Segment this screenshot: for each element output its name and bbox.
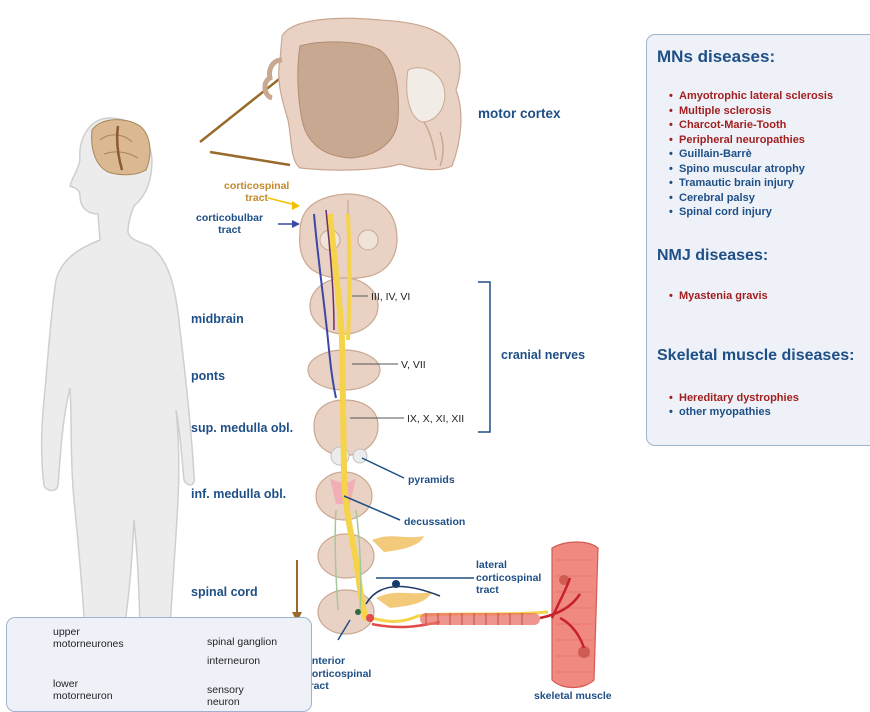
skeletal-diseases-blue-list: other myopathies bbox=[669, 405, 771, 420]
list-item: Peripheral neuropathies bbox=[669, 133, 833, 148]
skeletal-diseases-red-list: Hereditary dystrophies bbox=[669, 391, 799, 406]
list-item: Charcot-Marie-Tooth bbox=[669, 118, 833, 133]
list-item: Amyotrophic lateral sclerosis bbox=[669, 89, 833, 104]
label-decussation: decussation bbox=[404, 516, 465, 528]
mns-diseases-heading: MNs diseases: bbox=[657, 47, 775, 67]
label-motor-cortex: motor cortex bbox=[478, 106, 561, 121]
label-nerves-ponts: V, VII bbox=[401, 359, 426, 371]
diseases-panel: MNs diseases: Amyotrophic lateral sclero… bbox=[646, 34, 870, 446]
skeletal-muscle-diseases-heading: Skeletal muscle diseases: bbox=[657, 347, 854, 365]
mns-diseases-blue-list: Guillain-Barrè Spino muscular atrophy Tr… bbox=[669, 147, 805, 220]
label-nerves-midbrain: III, IV, VI bbox=[371, 291, 410, 303]
label-anterior-corticospinal-tract: anterior corticospinal tract bbox=[306, 655, 371, 693]
list-item: Guillain-Barrè bbox=[669, 147, 805, 162]
list-item: other myopathies bbox=[669, 405, 771, 420]
legend-interneuron: interneuron bbox=[207, 655, 260, 667]
pointer-line bbox=[200, 76, 283, 142]
legend-lower-motorneuron: lower motorneuron bbox=[53, 678, 113, 702]
legend: upper motorneurones lower motorneuron sp… bbox=[6, 617, 312, 712]
label-midbrain: midbrain bbox=[191, 312, 244, 326]
label-sup-medulla: sup. medulla obl. bbox=[191, 421, 293, 435]
label-spinal-cord: spinal cord bbox=[191, 585, 258, 599]
list-item: Multiple sclerosis bbox=[669, 104, 833, 119]
list-item: Tramautic brain injury bbox=[669, 176, 805, 191]
legend-spinal-ganglion: spinal ganglion bbox=[207, 636, 277, 648]
skeletal-muscle-illustration bbox=[540, 542, 598, 688]
label-nerves-medulla: IX, X, XI, XII bbox=[407, 413, 464, 425]
label-lateral-corticospinal-tract: lateral corticospinal tract bbox=[476, 559, 541, 597]
muscle-fiber-chain bbox=[420, 613, 540, 625]
list-item: Cerebral palsy bbox=[669, 191, 805, 206]
list-item: Hereditary dystrophies bbox=[669, 391, 799, 406]
list-item: Spino muscular atrophy bbox=[669, 162, 805, 177]
motor-cortex-illustration bbox=[265, 18, 461, 170]
label-inf-medulla: inf. medulla obl. bbox=[191, 487, 286, 501]
legend-upper-motorneurones: upper motorneurones bbox=[53, 626, 124, 650]
nmj-diseases-heading: NMJ diseases: bbox=[657, 247, 768, 265]
mns-diseases-red-list: Amyotrophic lateral sclerosis Multiple s… bbox=[669, 89, 833, 147]
label-corticobulbar-tract: corticobulbar tract bbox=[196, 212, 263, 236]
nmj-diseases-list: Myastenia gravis bbox=[669, 289, 768, 304]
label-ponts: ponts bbox=[191, 369, 225, 383]
pointer-line bbox=[210, 152, 290, 165]
cranial-nerves-bracket bbox=[478, 282, 490, 432]
list-item: Myastenia gravis bbox=[669, 289, 768, 304]
label-skeletal-muscle: skeletal muscle bbox=[534, 690, 612, 702]
label-cranial-nerves: cranial nerves bbox=[501, 348, 585, 362]
label-pyramids: pyramids bbox=[408, 474, 455, 486]
list-item: Spinal cord injury bbox=[669, 205, 805, 220]
label-corticospinal-tract: corticospinal tract bbox=[224, 180, 289, 204]
legend-sensory-neuron: sensory neuron bbox=[207, 684, 244, 708]
